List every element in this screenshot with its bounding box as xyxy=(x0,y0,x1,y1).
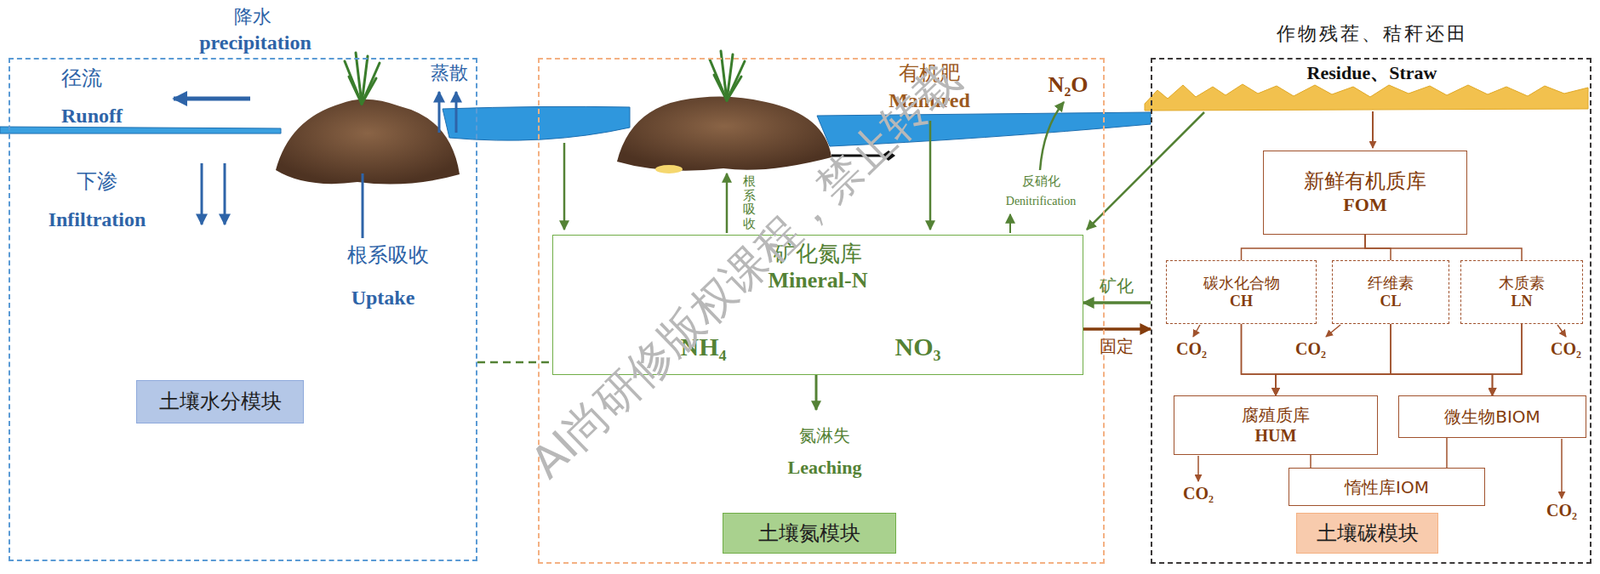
node-text: 木质素 xyxy=(1498,274,1545,293)
node-text: NO₃ xyxy=(895,331,942,363)
denitrification-arrow xyxy=(1009,214,1012,234)
process-label: 蒸散 xyxy=(430,62,469,85)
module-panel: 土壤碳模块新鲜有机质库FOM碳水化合物CH纤维素CL木质素LN腐殖质库HUM微生… xyxy=(1150,57,1592,565)
process-label: Runoff xyxy=(61,103,123,129)
water-surface xyxy=(0,126,281,134)
leaching-arrow xyxy=(815,375,818,411)
process-label: 下渗 xyxy=(76,169,118,195)
gas-label: CO₂ xyxy=(1546,500,1578,521)
fertilizer-spot xyxy=(655,165,683,174)
flow-connector xyxy=(1241,324,1277,396)
flow-connector xyxy=(1275,324,1391,396)
node-text: Mineral-N xyxy=(768,267,869,294)
flow-connector xyxy=(1241,234,1366,261)
process-label: 氮淋失 xyxy=(799,425,851,446)
flow-connector xyxy=(1365,234,1522,261)
flow-connector xyxy=(1275,324,1522,396)
gas-label: CO₂ xyxy=(1550,338,1582,360)
flow-connector xyxy=(1083,301,1151,305)
process-label: Denitrification xyxy=(1005,194,1076,210)
node-text: LN xyxy=(1510,292,1532,312)
pool-box: 碳水化合物CH xyxy=(1165,260,1317,325)
node-text: 纤维素 xyxy=(1367,274,1414,293)
node-text: 微生物BIOM xyxy=(1444,406,1541,428)
node-text: HUM xyxy=(1255,425,1298,446)
node-text: 腐殖质库 xyxy=(1241,405,1310,426)
process-label: 反硝化 xyxy=(1022,173,1061,189)
process-label: 径流 xyxy=(61,66,103,92)
runoff-arrow xyxy=(173,97,251,102)
module-label: 土壤碳模块 xyxy=(1296,513,1439,555)
pool-box: 腐殖质库HUM xyxy=(1173,395,1378,456)
soil-mound xyxy=(617,96,832,171)
gas-label: CO₂ xyxy=(1176,338,1207,360)
module-label: 土壤水分模块 xyxy=(136,380,304,424)
uptake-arrow xyxy=(725,173,729,234)
process-label: 根系吸收 xyxy=(742,174,756,231)
watermark: AI尚研修版权课程，禁止转载 xyxy=(520,51,972,490)
node-text: FOM xyxy=(1342,194,1387,217)
flow-connector xyxy=(1365,234,1391,261)
pool-link xyxy=(1445,438,1448,469)
input-arrow xyxy=(563,142,566,230)
process-label: Infiltration xyxy=(48,207,147,233)
module-panel: 土壤氮模块矿化氮库Mineral-NNH₄NO₃ xyxy=(537,57,1105,565)
pool-box: 微生物BIOM xyxy=(1398,395,1587,439)
co2-arrow xyxy=(1557,325,1566,338)
straw-layer xyxy=(1144,84,1589,111)
co2-arrow xyxy=(1560,439,1563,499)
manure-arrow xyxy=(929,120,932,230)
input-label: 作物残茬、秸秆还田 xyxy=(1276,22,1469,46)
pool-box: 木质素LN xyxy=(1460,260,1583,325)
node-text: 惰性库IOM xyxy=(1344,477,1429,498)
process-label: Leaching xyxy=(788,457,863,480)
node-text: CL xyxy=(1379,292,1401,312)
co2-arrow xyxy=(1197,456,1200,482)
node-text: 新鲜有机质库 xyxy=(1303,169,1427,195)
process-label: precipitation xyxy=(199,30,312,56)
edge-label: 矿化 xyxy=(1099,275,1134,297)
flow-connector xyxy=(1083,327,1151,332)
node-text: 碳水化合物 xyxy=(1203,274,1280,293)
gas-label: CO₂ xyxy=(1182,483,1214,504)
pool-box: 新鲜有机质库FOM xyxy=(1262,150,1468,235)
node-text: CH xyxy=(1229,292,1253,312)
pool-box: NO₃ xyxy=(886,328,950,366)
n2o-arrow xyxy=(1040,102,1064,171)
flow-connector xyxy=(1241,324,1493,396)
gas-label: N₂O xyxy=(1048,71,1089,98)
input-label: Residue、Straw xyxy=(1307,62,1438,85)
module-label: 土壤氮模块 xyxy=(722,513,897,555)
pool-box: 纤维素CL xyxy=(1331,260,1450,325)
flow-connector xyxy=(1390,324,1493,396)
infiltration-arrow xyxy=(200,163,204,225)
flow-connector xyxy=(1492,324,1523,396)
co2-arrow xyxy=(1193,325,1200,338)
flow-connector xyxy=(477,361,553,365)
evaporation-arrow xyxy=(438,91,441,133)
gas-label: CO₂ xyxy=(1295,338,1326,360)
module-panel: 土壤水分模块 xyxy=(8,57,478,562)
straw-input-arrow xyxy=(1371,111,1374,149)
edge-label: 固定 xyxy=(1099,336,1134,357)
process-label: 降水 xyxy=(234,5,272,29)
infiltration-arrow xyxy=(223,163,227,225)
pool-box: 惰性库IOM xyxy=(1288,468,1486,507)
root-uptake-line xyxy=(361,173,365,239)
soil-mound xyxy=(275,99,460,185)
process-label: 根系吸收 xyxy=(347,243,429,269)
pool-link xyxy=(1309,455,1312,469)
process-label: Uptake xyxy=(351,285,416,311)
water-surface xyxy=(442,106,630,141)
evaporation-arrow xyxy=(455,91,458,133)
co2-arrow xyxy=(1325,325,1341,338)
